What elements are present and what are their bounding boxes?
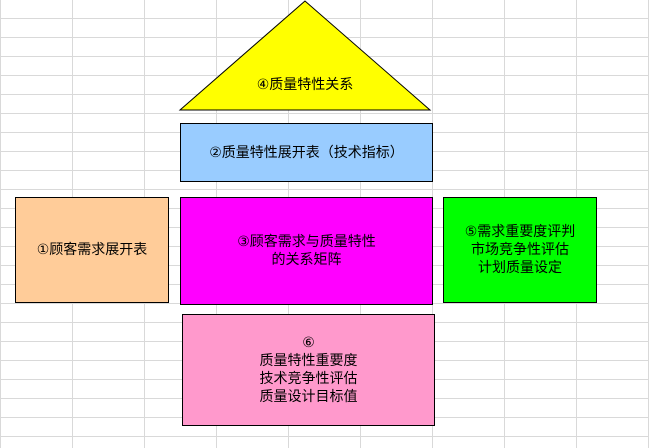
customer-needs-label: ①顾客需求展开表 [36, 242, 148, 258]
evaluation-label-line: 计划质量设定 [478, 260, 562, 276]
quality-characteristics-block: ②质量特性展开表（技术指标） [180, 123, 433, 182]
design-targets-label-line: 质量设计目标值 [259, 389, 358, 405]
design-targets-label-line: ⑥ [302, 335, 315, 351]
matrix-label-line: 的关系矩阵 [271, 252, 342, 268]
design-targets-label-line: 技术竞争性评估 [259, 371, 358, 387]
evaluation-label-line: 市场竞争性评估 [471, 242, 569, 258]
design-targets-label-line: 质量特性重要度 [259, 353, 358, 369]
evaluation-label-line: ⑤需求重要度评判 [464, 224, 576, 240]
customer-needs-block: ①顾客需求展开表 [15, 197, 169, 303]
quality-characteristics-label: ②质量特性展开表（技术指标） [209, 144, 404, 161]
relationship-matrix-block: ③顾客需求与质量特性 的关系矩阵 [180, 197, 433, 305]
design-targets-block: ⑥ 质量特性重要度 技术竞争性评估 质量设计目标值 [182, 314, 435, 426]
roof-shape [178, 0, 432, 111]
matrix-label-line: ③顾客需求与质量特性 [237, 234, 376, 250]
roof-triangle [178, 0, 432, 111]
evaluation-block: ⑤需求重要度评判 市场竞争性评估 计划质量设定 [443, 197, 597, 303]
roof-label: ④质量特性关系 [256, 77, 354, 93]
